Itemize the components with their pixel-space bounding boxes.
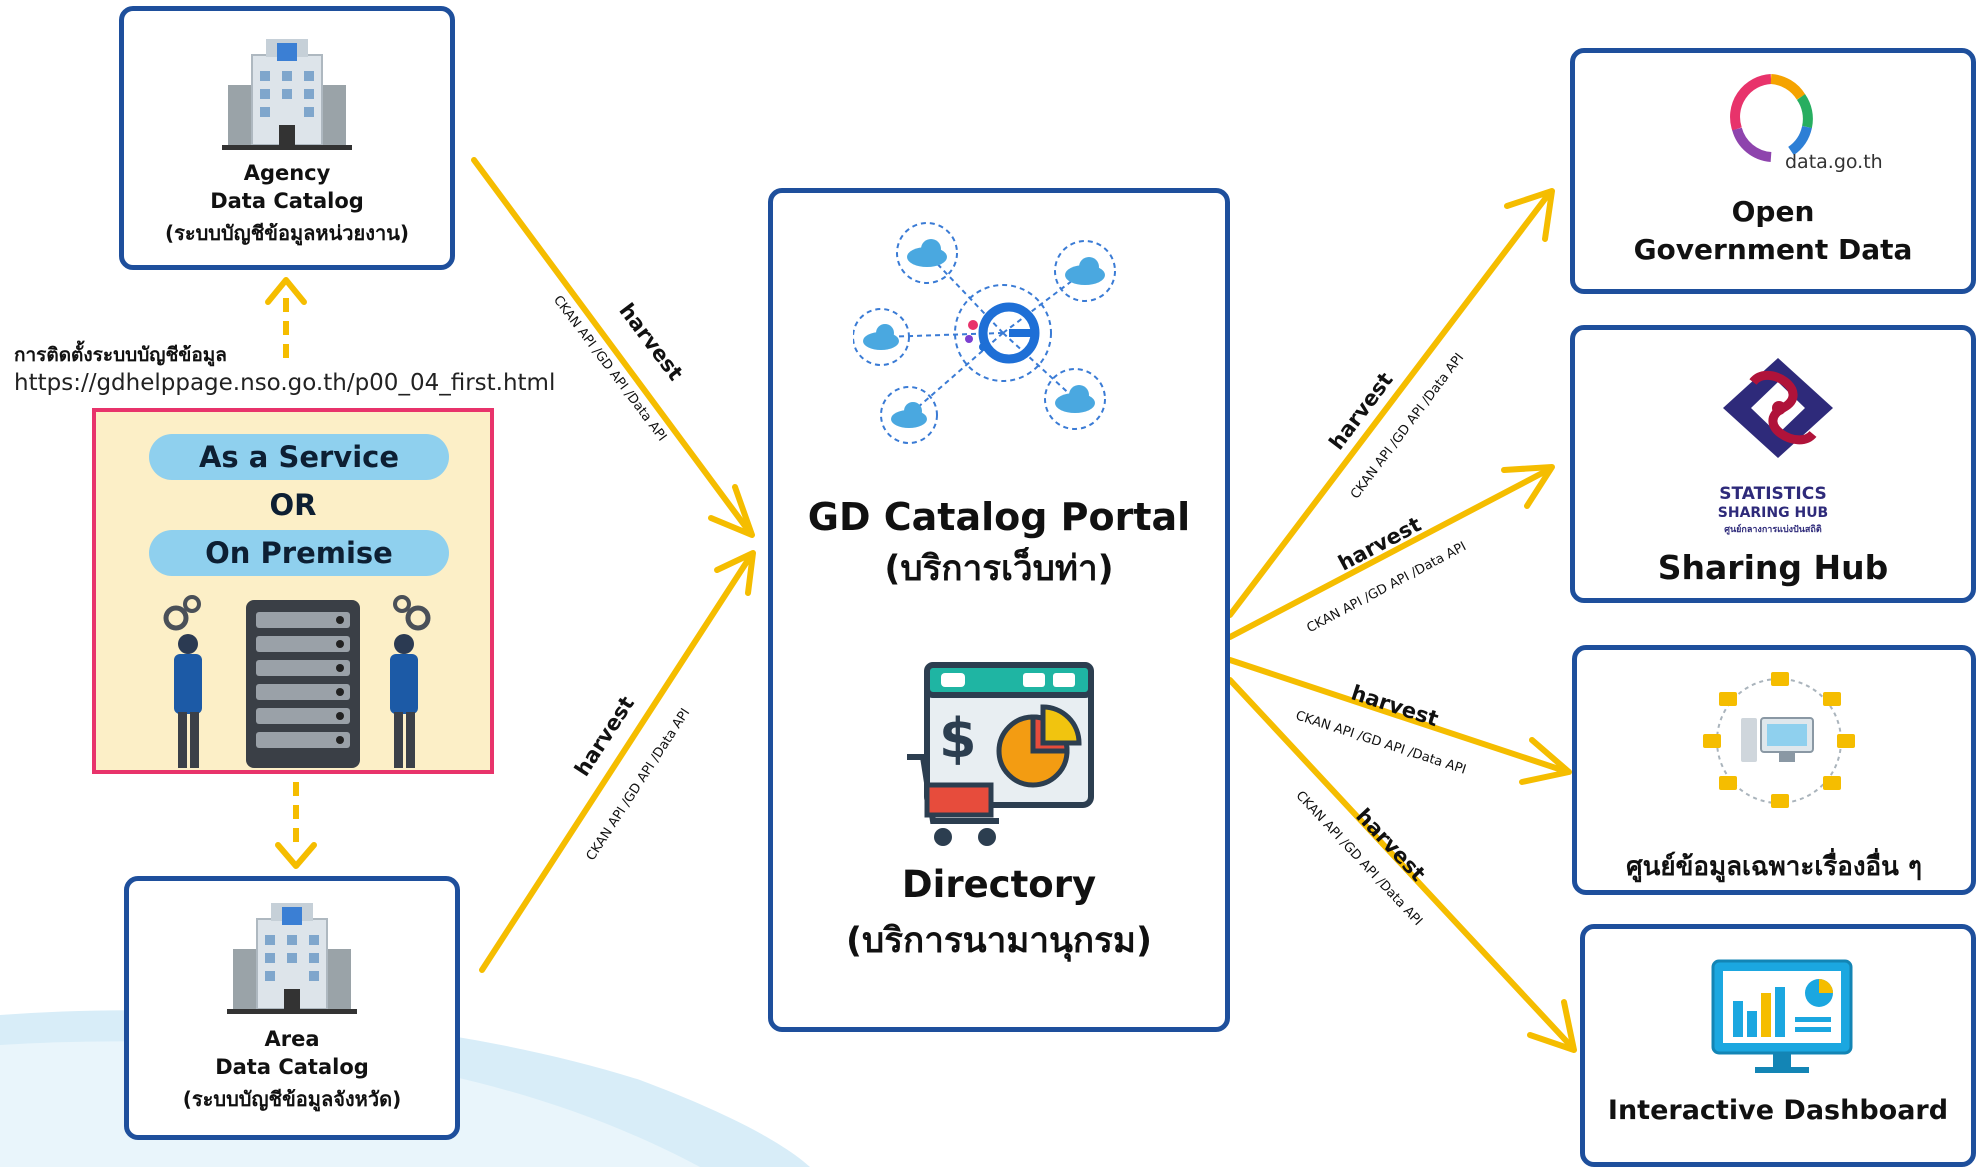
sharing-logo-line3: ศูนย์กลางการแบ่งปันสถิติ (1724, 525, 1822, 535)
server-illustration (163, 595, 431, 768)
deployment-option-panel: As a Service OR On Premise (92, 408, 494, 774)
building-icon (227, 903, 357, 1014)
arrow-to-sharing (1227, 467, 1551, 640)
directory-title: Directory (901, 863, 1097, 906)
as-a-service-pill: As a Service (149, 434, 449, 480)
area-title: Area (264, 1027, 320, 1051)
sharing-logo-line2: SHARING HUB (1717, 505, 1829, 521)
svg-text:$: $ (939, 707, 977, 770)
directory-shop-icon: $ (907, 662, 1094, 846)
agency-title: Agency (243, 161, 331, 185)
on-premise-pill: On Premise (149, 530, 449, 576)
sharing-logo-line1: STATISTICS (1719, 484, 1827, 504)
area-thai-label: (ระบบบัญชีข้อมูลจังหวัด) (182, 1087, 402, 1111)
dashboard-icon (1711, 959, 1853, 1073)
interactive-dashboard-box[interactable]: Interactive Dashboard (1580, 924, 1976, 1167)
open-gov-subtitle: Government Data (1633, 233, 1913, 266)
arrow-to-specific (1227, 657, 1568, 774)
building-icon (222, 39, 352, 150)
sharing-hub-label: Sharing Hub (1657, 548, 1889, 587)
or-label: OR (269, 488, 317, 522)
specific-data-center-label: ศูนย์ข้อมูลเฉพาะเรื่องอื่น ๆ (1626, 852, 1922, 882)
agency-thai-label: (ระบบบัญชีข้อมูลหน่วยงาน) (164, 221, 410, 245)
arrow-to-dashboard (1227, 677, 1573, 1048)
arrow-area-to-portal (479, 557, 751, 973)
agency-catalog-box[interactable]: Agency Data Catalog (ระบบบัญชีข้อมูลหน่ว… (119, 6, 455, 270)
area-subtitle: Data Catalog (215, 1055, 369, 1079)
data-go-th-logo (1730, 74, 1813, 162)
arrow-agency-to-portal (471, 157, 751, 533)
arrow-to-opengov (1227, 192, 1551, 618)
dashboard-label: Interactive Dashboard (1607, 1095, 1949, 1126)
directory-thai-label: (บริการนามานุกรม) (846, 921, 1152, 961)
specific-data-center-box[interactable]: ศูนย์ข้อมูลเฉพาะเรื่องอื่น ๆ (1572, 645, 1976, 895)
gd-catalog-portal-box[interactable]: GD Catalog Portal (บริการเว็บท่า) $ Dire… (768, 188, 1230, 1032)
open-gov-title: Open (1731, 195, 1815, 228)
agency-subtitle: Data Catalog (210, 189, 364, 213)
portal-title: GD Catalog Portal (807, 495, 1191, 539)
open-government-data-box[interactable]: data.go.th Open Government Data (1570, 48, 1976, 294)
data-center-network-icon (1703, 672, 1855, 808)
install-title: การติดตั้งระบบบัญชีข้อมูล (14, 344, 227, 366)
cloud-network-icon (853, 222, 1116, 444)
statistics-sharing-hub-logo (1723, 358, 1833, 458)
area-catalog-box[interactable]: Area Data Catalog (ระบบบัญชีข้อมูลจังหวั… (124, 876, 460, 1140)
sharing-hub-box[interactable]: STATISTICS SHARING HUB ศูนย์กลางการแบ่งป… (1570, 325, 1976, 603)
install-url-link[interactable]: https://gdhelppage.nso.go.th/p00_04_firs… (14, 370, 556, 396)
portal-thai-label: (บริการเว็บท่า) (884, 549, 1114, 589)
data-go-th-logo-text: data.go.th (1785, 151, 1883, 173)
